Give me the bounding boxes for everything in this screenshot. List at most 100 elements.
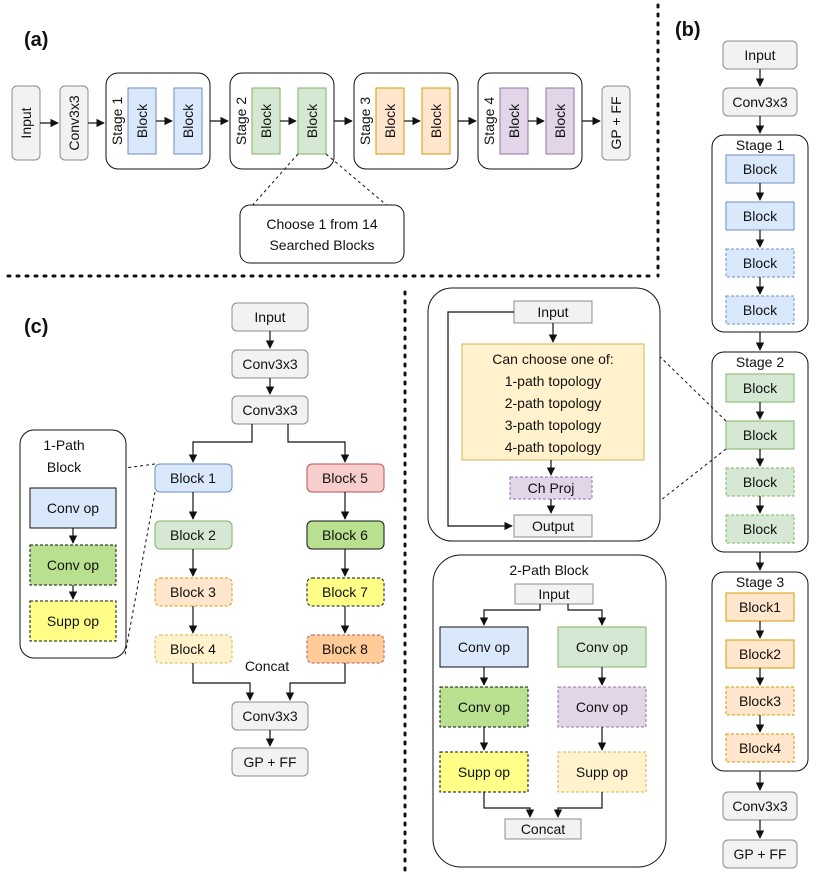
b-detail-choice-1: 1-path topology xyxy=(505,373,602,389)
stage-1-block-1 xyxy=(127,87,157,155)
b-two-path-arrows xyxy=(479,604,607,818)
stage-2-block-1-label: Block xyxy=(258,103,274,138)
stage-2-block-1 xyxy=(251,87,281,155)
head-node xyxy=(601,85,631,161)
b-detail-proj-label: Ch Proj xyxy=(528,480,575,496)
c-one-path-op-3-label: Supp op xyxy=(47,613,99,629)
panel-c-arrows xyxy=(188,331,350,747)
stage-4-block-2 xyxy=(545,87,575,155)
b-right-conv-op-2 xyxy=(557,686,647,728)
c-one-path-conv-op-1 xyxy=(29,487,117,529)
b-detail-output-label: Output xyxy=(532,518,574,534)
input-node-label: Input xyxy=(18,107,34,138)
b-head-label: GP + FF xyxy=(733,846,786,862)
stage-3-block-1 xyxy=(375,87,405,155)
callout-box xyxy=(239,204,405,264)
c-conv-3-label: Conv3x3 xyxy=(242,708,297,724)
callout-line-2: Searched Blocks xyxy=(269,237,374,253)
conv-node-label: Conv3x3 xyxy=(66,95,82,150)
b-stage-1-block-1 xyxy=(725,154,795,184)
b-detail-choice-2: 2-path topology xyxy=(505,395,602,411)
c-block-3 xyxy=(154,577,233,607)
b-stage-1-block-4 xyxy=(725,295,795,325)
b-input-label: Input xyxy=(744,47,775,63)
b-two-path-concat xyxy=(504,818,582,840)
b-detail-choice-4: 4-path topology xyxy=(505,439,602,455)
b-left-conv-op-2 xyxy=(439,686,529,728)
b-stage-3-block-4-label: Block4 xyxy=(739,740,781,756)
stage-2-block-2-label: Block xyxy=(304,103,320,138)
b-detail-input-label: Input xyxy=(537,304,568,320)
b-detail-output xyxy=(513,514,593,538)
b-stage-2-title: Stage 2 xyxy=(736,354,784,370)
head-node-label: GP + FF xyxy=(608,96,624,149)
c-block-4 xyxy=(154,634,233,664)
c-head-node xyxy=(231,747,309,777)
c-block-6-label: Block 6 xyxy=(322,527,368,543)
stage-2-block-2 xyxy=(297,87,327,155)
b-right-op-2-label: Conv op xyxy=(576,699,628,715)
c-head-label: GP + FF xyxy=(243,754,296,770)
b-left-op-3-label: Supp op xyxy=(458,764,510,780)
b-stage-1-block-2 xyxy=(725,201,795,231)
b-stage-2-block-1 xyxy=(725,373,795,403)
c-block-7 xyxy=(306,577,385,607)
b-two-path-input-label: Input xyxy=(538,586,569,602)
callout-lines xyxy=(249,153,391,209)
b-stage-1-block-4-label: Block xyxy=(743,302,778,318)
stage-1-block-1-label: Block xyxy=(134,103,150,138)
c-concat-label: Concat xyxy=(245,658,289,674)
stage-4-block-2-label: Block xyxy=(552,103,568,138)
c-one-path-conv-op-2 xyxy=(29,544,117,586)
b-right-op-3-label: Supp op xyxy=(576,764,628,780)
b-conv-out-label: Conv3x3 xyxy=(732,798,787,814)
b-two-path-concat-label: Concat xyxy=(521,821,565,837)
b-stage-3-block-2 xyxy=(725,639,795,669)
b-detail-choice-0: Can choose one of: xyxy=(492,351,613,367)
stage-4-title: Stage 4 xyxy=(481,97,497,145)
b-left-op-2-label: Conv op xyxy=(458,699,510,715)
c-block-2-label: Block 2 xyxy=(170,527,216,543)
b-stage-2-block-1-label: Block xyxy=(743,380,778,396)
c-one-path-title-2: Block xyxy=(47,459,82,475)
stage-1-block-2-label: Block xyxy=(180,103,196,138)
b-two-path-title: 2-Path Block xyxy=(509,562,589,578)
c-one-path-op-2-label: Conv op xyxy=(47,557,99,573)
b-right-op-1-label: Conv op xyxy=(576,639,628,655)
c-block-5-label: Block 5 xyxy=(322,470,368,486)
stage-2-title: Stage 2 xyxy=(233,97,249,145)
c-block-8-label: Block 8 xyxy=(322,641,368,657)
panel-label-b: (b) xyxy=(675,19,701,41)
b-stage-3-block-1 xyxy=(725,592,795,622)
b-stage-3-block-1-label: Block1 xyxy=(739,599,781,615)
stage-3-title: Stage 3 xyxy=(357,97,373,145)
stage-3-block-1-label: Block xyxy=(382,103,398,138)
b-stage-1-title: Stage 1 xyxy=(736,137,784,153)
c-block-7-label: Block 7 xyxy=(322,584,368,600)
b-stage-1-block-1-label: Block xyxy=(743,161,778,177)
b-stage-2-block-2-label: Block xyxy=(743,427,778,443)
c-conv-1-label: Conv3x3 xyxy=(242,356,297,372)
stage-4-block-1-label: Block xyxy=(506,103,522,138)
c-input-label: Input xyxy=(254,309,285,325)
c-block-3-label: Block 3 xyxy=(170,584,216,600)
b-stage-1-block-3 xyxy=(725,248,795,278)
b-right-conv-op-1 xyxy=(557,626,647,668)
b-stage-3-block-4 xyxy=(725,733,795,763)
b-stage-3-block-3-label: Block3 xyxy=(739,693,781,709)
b-left-op-1-label: Conv op xyxy=(458,639,510,655)
b-stage-2-block-4-label: Block xyxy=(743,521,778,537)
b-detail-choice-box xyxy=(461,343,645,461)
c-one-path-title-1: 1-Path xyxy=(43,437,84,453)
panel-b: Input Conv3x3 Stage 1 Block Block Block … xyxy=(427,40,809,869)
b-stage-1-block-3-label: Block xyxy=(743,255,778,271)
b-stage-2-block-2 xyxy=(725,420,795,450)
b-stage-2-block-4 xyxy=(725,514,795,544)
stage-4-block-1 xyxy=(499,87,529,155)
b-stage-1-block-2-label: Block xyxy=(743,208,778,224)
b-stage-2-block-3-label: Block xyxy=(743,474,778,490)
c-block-1-label: Block 1 xyxy=(170,470,216,486)
callout-line-1: Choose 1 from 14 xyxy=(266,216,377,232)
b-head-node xyxy=(722,839,798,869)
